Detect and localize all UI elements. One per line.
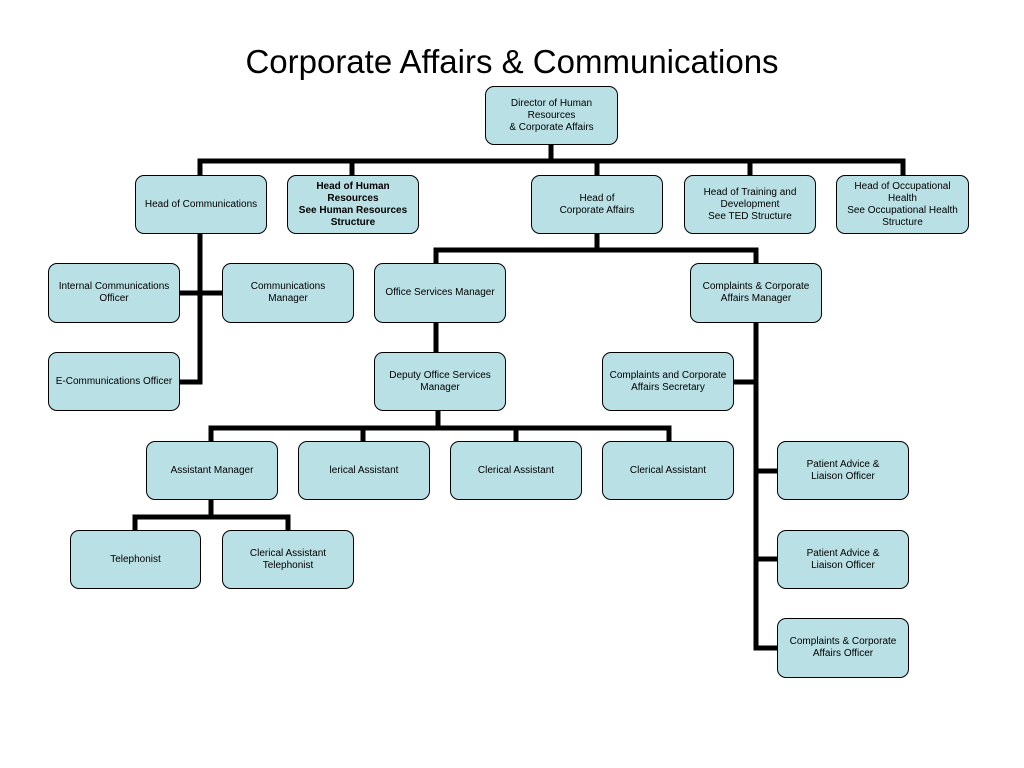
node-label: E-Communications Officer bbox=[55, 375, 173, 387]
node-label: Office Services Manager bbox=[385, 287, 495, 298]
node-internal-communications-officer: Internal Communications Officer bbox=[48, 263, 180, 323]
node-communications-manager: Communications Manager bbox=[222, 263, 354, 323]
node-complaints-affairs-manager: Complaints & Corporate Affairs Manager bbox=[690, 263, 822, 323]
node-director: Director of Human Resources & Corporate … bbox=[485, 86, 618, 145]
node-label: Head of Occupational Health See Occupati… bbox=[847, 180, 958, 228]
node-label: Head of Human Resources See Human Resour… bbox=[298, 180, 408, 228]
node-label: Deputy Office Services Manager bbox=[389, 369, 491, 393]
node-label: Clerical Assistant bbox=[629, 464, 707, 476]
page-title: Corporate Affairs & Communications bbox=[245, 43, 779, 80]
node-label: Complaints & Corporate Affairs Officer bbox=[789, 636, 897, 659]
node-assistant-manager: Assistant Manager bbox=[146, 441, 278, 500]
node-label: Head of Corporate Affairs bbox=[559, 192, 635, 216]
node-label: Head of Training and Development See TED… bbox=[703, 186, 797, 222]
node-complaints-affairs-secretary: Complaints and Corporate Affairs Secreta… bbox=[602, 352, 734, 411]
node-head-of-communications: Head of Communications bbox=[135, 175, 267, 234]
node-label: Clerical Assistant Telephonist bbox=[249, 547, 327, 571]
node-patient-advice-officer-2: Patient Advice & Liaison Officer bbox=[777, 530, 909, 589]
node-label: Complaints and Corporate Affairs Secreta… bbox=[609, 369, 727, 393]
node-patient-advice-officer-1: Patient Advice & Liaison Officer bbox=[777, 441, 909, 500]
node-clerical-assistant-2: Clerical Assistant bbox=[450, 441, 582, 500]
node-head-of-corporate-affairs: Head of Corporate Affairs bbox=[531, 175, 663, 234]
node-label: Telephonist bbox=[110, 553, 161, 565]
node-head-of-occupational-health: Head of Occupational Health See Occupati… bbox=[836, 175, 969, 234]
node-label: Communications Manager bbox=[250, 281, 326, 304]
node-label: Assistant Manager bbox=[170, 464, 254, 476]
node-label: lerical Assistant bbox=[329, 464, 399, 476]
node-deputy-office-services-manager: Deputy Office Services Manager bbox=[374, 352, 506, 411]
node-label: Internal Communications Officer bbox=[58, 281, 170, 304]
node-telephonist: Telephonist bbox=[70, 530, 201, 589]
node-clerical-assistant-1: lerical Assistant bbox=[298, 441, 430, 500]
node-label: Complaints & Corporate Affairs Manager bbox=[702, 281, 810, 304]
node-label: Clerical Assistant bbox=[477, 464, 555, 476]
node-complaints-affairs-officer: Complaints & Corporate Affairs Officer bbox=[777, 618, 909, 678]
node-e-communications-officer: E-Communications Officer bbox=[48, 352, 180, 411]
node-head-of-training: Head of Training and Development See TED… bbox=[684, 175, 816, 234]
node-label: Patient Advice & Liaison Officer bbox=[806, 458, 880, 482]
node-clerical-assistant-telephonist: Clerical Assistant Telephonist bbox=[222, 530, 354, 589]
node-clerical-assistant-3: Clerical Assistant bbox=[602, 441, 734, 500]
node-head-of-human-resources: Head of Human Resources See Human Resour… bbox=[287, 175, 419, 234]
node-label: Director of Human Resources & Corporate … bbox=[509, 97, 594, 133]
node-label: Patient Advice & Liaison Officer bbox=[806, 547, 880, 571]
node-office-services-manager: Office Services Manager bbox=[374, 263, 506, 323]
node-label: Head of Communications bbox=[144, 198, 258, 210]
